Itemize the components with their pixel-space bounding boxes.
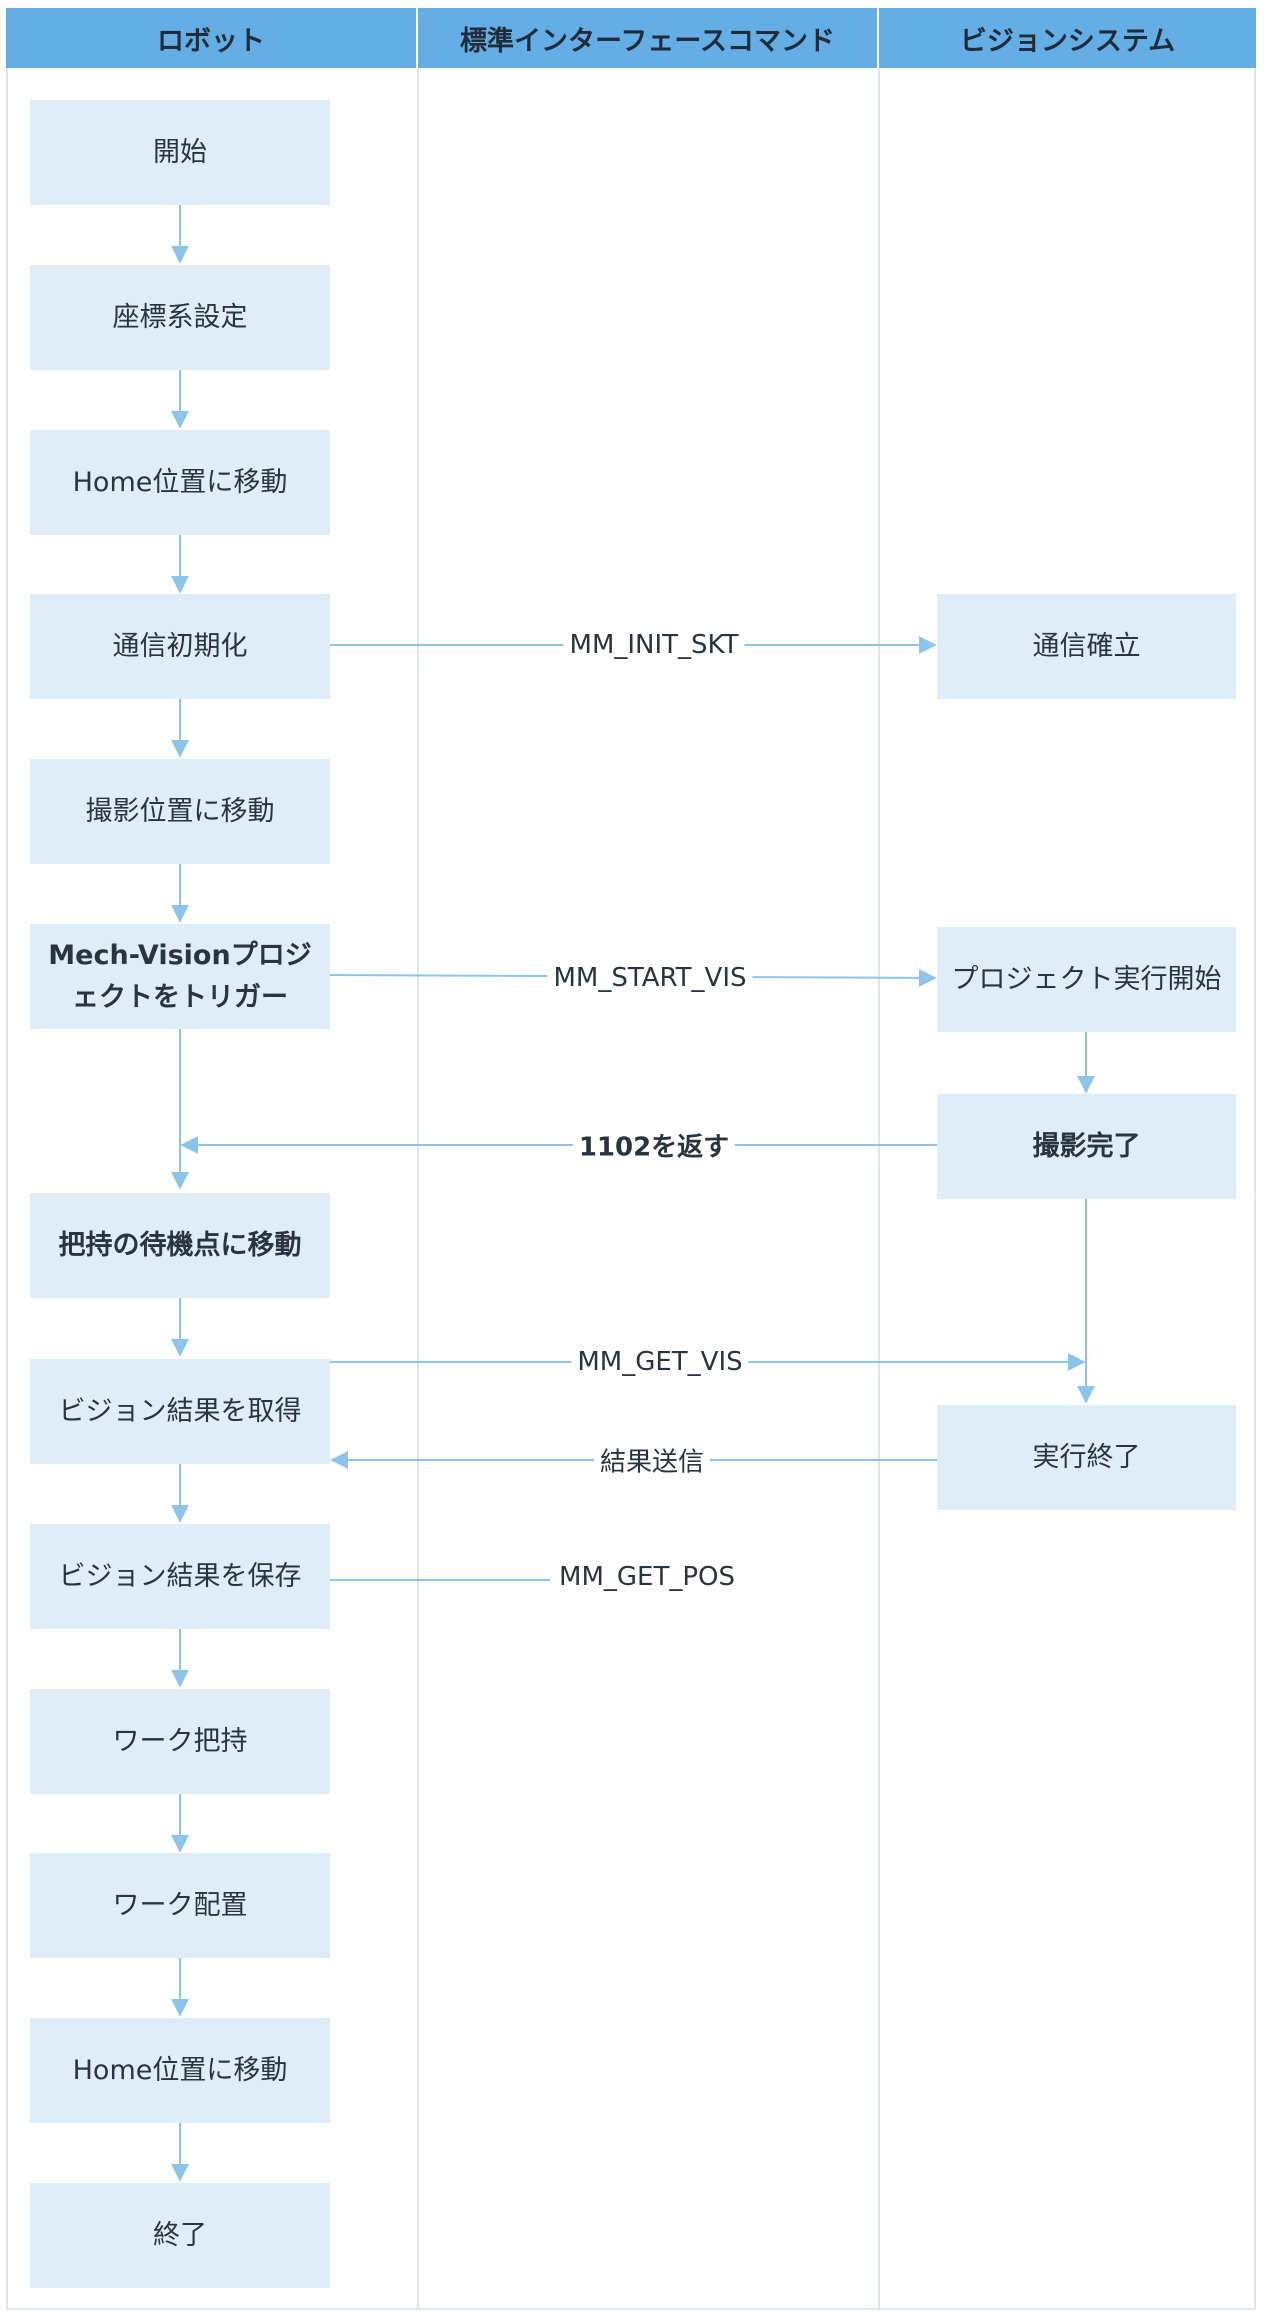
node-return-home: Home位置に移動 (30, 2018, 330, 2123)
node-execution-end: 実行終了 (937, 1405, 1236, 1510)
node-start: 開始 (30, 100, 330, 205)
command-label-get-vis: MM_GET_VIS (571, 1347, 749, 1377)
command-label-init-skt: MM_INIT_SKT (563, 630, 745, 660)
node-move-home: Home位置に移動 (30, 430, 330, 535)
lane-divider (417, 68, 419, 2310)
command-label-return-1102: 1102を返す (572, 1126, 736, 1164)
node-comm-established: 通信確立 (937, 594, 1236, 699)
node-project-start: プロジェクト実行開始 (937, 927, 1236, 1032)
node-init-comm: 通信初期化 (30, 594, 330, 699)
node-trigger-project: Mech-Visionプロジェクトをトリガー (30, 924, 330, 1029)
node-place-workpiece: ワーク配置 (30, 1853, 330, 1958)
lane-header-robot: ロボット (6, 8, 416, 68)
lane-header-vision: ビジョンシステム (879, 8, 1256, 68)
node-get-vision-result: ビジョン結果を取得 (30, 1359, 330, 1464)
node-move-wait-point: 把持の待機点に移動 (30, 1193, 330, 1298)
node-move-capture-position: 撮影位置に移動 (30, 759, 330, 864)
command-label-send-result: 結果送信 (593, 1441, 711, 1479)
lane-divider (878, 68, 880, 2310)
node-coordinate-setup: 座標系設定 (30, 265, 330, 370)
node-capture-done: 撮影完了 (937, 1094, 1236, 1199)
command-label-start-vis: MM_START_VIS (547, 963, 753, 993)
command-label-get-pos: MM_GET_POS (553, 1562, 741, 1592)
node-pick-workpiece: ワーク把持 (30, 1689, 330, 1794)
lane-header-command: 標準インターフェースコマンド (418, 8, 877, 68)
node-save-vision-result: ビジョン結果を保存 (30, 1524, 330, 1629)
node-end: 終了 (30, 2183, 330, 2288)
